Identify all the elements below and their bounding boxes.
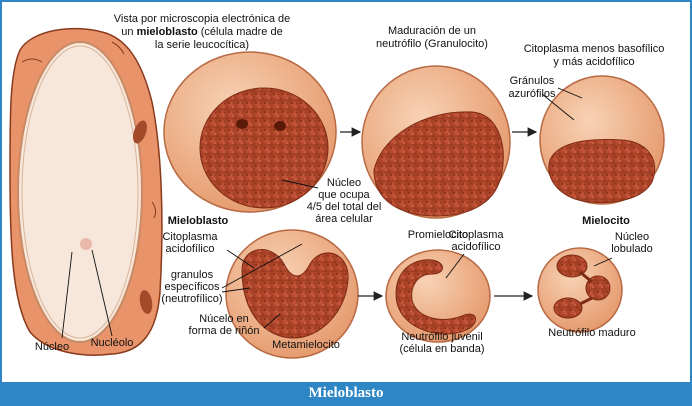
label-nucleolo: Nucléolo [91,337,134,349]
label-line: (neutrofílico) [161,293,222,305]
label-line: (célula en banda) [399,343,484,355]
label-line: Citoplasma [448,229,504,241]
title-text: Vista por microscopia electrónica de un … [114,13,291,51]
label-nucleo: Núcleo [35,341,69,353]
cell-band-neutrophil [386,250,490,342]
title-line-1: un mieloblasto (célula madre de [121,26,282,38]
label-line: Núcleo [615,231,649,243]
title-segment: la serie leucocítica) [155,39,249,51]
label-line: Núcelo en [199,313,249,325]
label-line: y más acidofílico [553,56,634,68]
em-myeloblast-cell [10,29,162,356]
label-line: azurófilos [508,88,556,100]
label-line: lobulado [611,243,653,255]
label-line: Maduración de un [388,25,476,37]
label-line: granulos [171,269,214,281]
label-neutrofilo-maduro: Neutrófilo maduro [548,327,635,339]
label-line: neutrófilo (Granulocito) [376,38,488,50]
label-mieloblasto-stage: Mieloblasto [168,215,229,227]
label-line: que ocupa [318,189,370,201]
label-line: Citoplasma menos basofílico [524,43,665,55]
label-line: Gránulos [510,75,555,87]
title-segment: (célula madre de [198,26,283,38]
cell-mature-neutrophil [538,248,622,332]
label-line: área celular [315,213,373,225]
label-line: 4/5 del total del [307,201,382,213]
title-segment: Vista por microscopia electrónica de [114,13,291,25]
label-line: acidofílico [452,241,501,253]
label-line: Neutrófilo juvenil [401,331,482,343]
label-mielocito: Mielocito [582,215,630,227]
title-segment: un [121,26,136,38]
label-line: forma de riñón [189,325,260,337]
label-line: acidofílico [166,243,215,255]
label-metamielocito: Metamielocito [272,339,340,351]
cell-myelocyte [540,76,664,204]
label-line: específicos [164,281,220,293]
title-line-2: la serie leucocítica) [155,39,249,51]
label-line: Núcleo [327,177,361,189]
label-line: Citoplasma [162,231,218,243]
neutrophil-maturation-diagram: Vista por microscopia electrónica de un … [2,2,690,382]
cell-myeloblast [164,52,336,212]
nucleolus-dot [80,238,92,250]
title-bold-segment: mieloblasto [137,26,198,38]
label-neutrofilo-juvenil: Neutrófilo juvenil(célula en banda) [399,331,484,355]
title-line-0: Vista por microscopia electrónica de [114,13,291,25]
caption-bar: Mieloblasto [2,382,690,404]
cell-promyelocyte [362,66,510,218]
